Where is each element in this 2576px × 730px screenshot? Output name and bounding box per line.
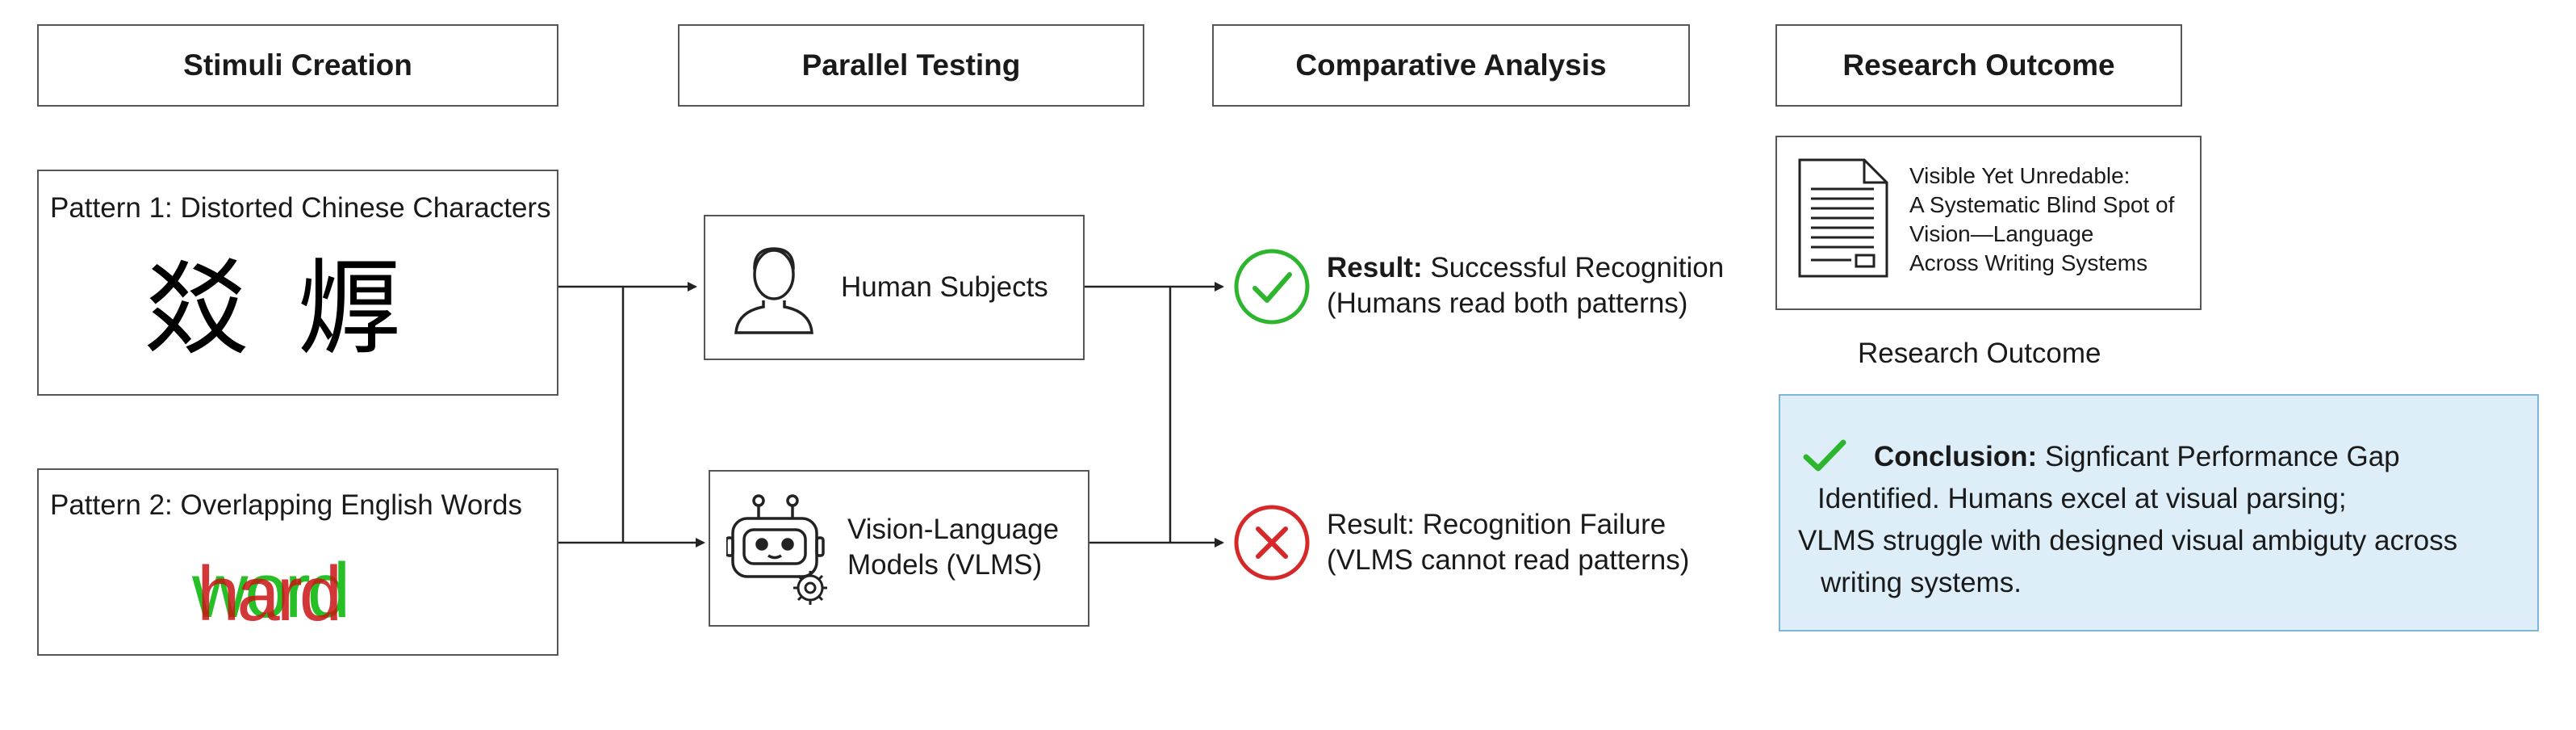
paper-card: Visible Yet Unredable: A Systematic Blin… [1775,136,2202,310]
paper-line-2: A Systematic Blind Spot of [1909,192,2175,217]
conclusion-line-1-rest: Signficant Performance Gap [2044,441,2400,472]
conclusion-box: Conclusion: Signficant Performance Gap I… [1779,394,2539,631]
distorted-chinese-characters: 㸚㷞 [144,244,402,373]
paper-line-3: Vision—Language [1909,221,2094,246]
person-icon [734,247,813,334]
header-stimuli-label: Stimuli Creation [183,48,412,82]
pattern2-title: Pattern 2: Overlapping English Words [50,488,522,523]
vlm-label-line1: Vision-Language [847,514,1060,545]
research-outcome-caption: Research Outcome [1858,338,2101,369]
pattern1-name: Distorted Chinese Characters [180,192,551,224]
paper-line-1: Visible Yet Unredable: [1909,163,2131,188]
paper-line-4: Across Writing Systems [1909,250,2148,275]
header-analysis-label: Comparative Analysis [1295,48,1607,82]
chinese-char-2: 㷞 [297,247,403,370]
vlm-box: Vision-Language Models (VLMS) [709,470,1089,627]
failure-result-title: Result: Recognition Failure [1327,509,1666,540]
conclusion-label: Conclusion: [1874,441,2038,472]
conclusion-line-3: VLMS struggle with designed visual ambig… [1798,525,2458,556]
pattern1-title: Pattern 1: Distorted Chinese Characters [50,191,551,226]
pattern2-name: Overlapping English Words [180,489,522,521]
overlapping-english-words: word hard [192,548,434,635]
success-result-title: Result: Successful Recognition [1327,250,1724,286]
human-subjects-box: Human Subjects [704,215,1085,360]
success-result-text: Result: Successful Recognition (Humans r… [1327,250,1724,321]
pattern1-prefix: Pattern 1: [50,192,173,224]
conclusion-check-icon [1803,439,1846,472]
overlap-word-green: word [192,548,350,634]
robot-icon [726,494,827,605]
document-icon [1798,158,1888,278]
conclusion-line-2: Identified. Humans excel at visual parsi… [1817,483,2347,514]
failure-x-icon [1234,505,1310,581]
paper-title: Visible Yet Unredable: A Systematic Blin… [1909,162,2174,278]
header-stimuli-creation: Stimuli Creation [37,24,558,107]
header-research-outcome: Research Outcome [1775,24,2182,107]
pattern2-box: Pattern 2: Overlapping English Words wor… [37,468,558,656]
human-subjects-label: Human Subjects [841,271,1048,303]
chinese-char-1: 㸚 [144,247,249,370]
failure-result-detail: (VLMS cannot read patterns) [1327,544,1690,576]
header-outcome-label: Research Outcome [1842,48,2115,82]
vlm-label: Vision-Language Models (VLMS) [847,512,1059,583]
header-parallel-testing: Parallel Testing [678,24,1144,107]
success-result-name: Successful Recognition [1430,252,1725,283]
pattern1-box: Pattern 1: Distorted Chinese Characters … [37,170,558,396]
success-check-icon [1234,249,1310,325]
conclusion-line-1: Conclusion: Signficant Performance Gap [1874,439,2400,475]
success-result-detail: (Humans read both patterns) [1327,287,1688,319]
conclusion-line-4: writing systems. [1821,567,2022,598]
header-comparative-analysis: Comparative Analysis [1212,24,1690,107]
pattern2-prefix: Pattern 2: [50,489,173,521]
gear-icon [793,571,827,605]
header-testing-label: Parallel Testing [801,48,1021,82]
success-result-prefix: Result: [1327,252,1423,283]
vlm-label-line2: Models (VLMS) [847,549,1043,581]
overlap-word-red: hard [197,551,342,637]
failure-result-text: Result: Recognition Failure (VLMS cannot… [1327,507,1689,578]
